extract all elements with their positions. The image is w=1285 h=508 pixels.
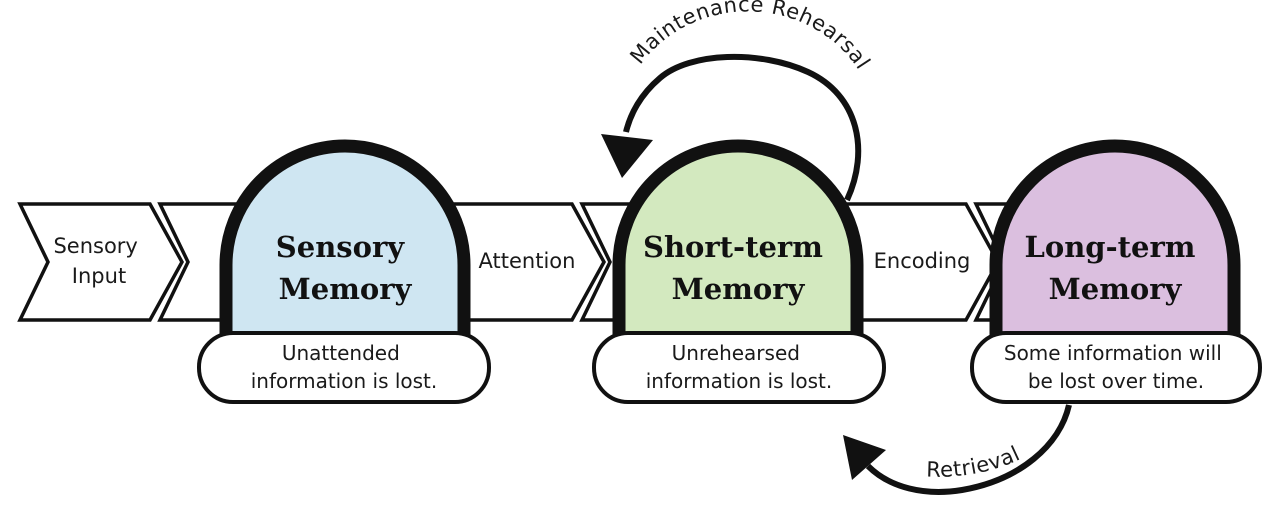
long-term-memory-loss-note <box>970 331 1262 404</box>
maintenance-rehearsal-arrow <box>623 53 862 202</box>
short-term-memory-title-line-1: Short-term <box>643 230 823 264</box>
long-term-memory-loss-line-1: Some information will <box>1004 341 1222 365</box>
sensory-input-line-2: Input <box>72 264 126 288</box>
short-term-memory-loss-line-2: information is lost. <box>646 369 833 393</box>
sensory-memory-loss-note <box>197 331 491 404</box>
sensory-memory-title-line-1: Sensory <box>276 230 405 264</box>
sensory-memory-dome <box>219 139 471 347</box>
encoding-label: Encoding <box>874 249 971 273</box>
retrieval-arrow <box>865 404 1072 495</box>
long-term-memory-title-line-1: Long-term <box>1024 230 1195 264</box>
maintenance-rehearsal-label-path: Maintenance Rehearsal <box>625 0 874 74</box>
maintenance-rehearsal-label: Maintenance Rehearsal <box>625 0 875 74</box>
long-term-memory-title: Long-term Memory <box>1024 230 1205 306</box>
long-term-memory-loss-line-2: be lost over time. <box>1028 369 1204 393</box>
long-term-memory-stage: Long-term Memory Some information will b… <box>970 139 1262 404</box>
attention-label: Attention <box>479 249 576 273</box>
short-term-memory-loss-note <box>592 331 886 404</box>
sensory-memory-loss-line-2: information is lost. <box>251 369 438 393</box>
short-term-memory-title: Short-term Memory <box>643 230 833 306</box>
sensory-memory-title: Sensory Memory <box>276 230 414 306</box>
retrieval-arrowhead <box>843 435 886 480</box>
long-term-memory-dome <box>989 139 1241 347</box>
long-term-memory-title-line-2: Memory <box>1049 272 1183 306</box>
sensory-memory-stage: Sensory Memory Unattended information is… <box>197 139 491 404</box>
maintenance-rehearsal-arrowhead <box>601 134 653 178</box>
short-term-memory-dome <box>612 139 864 347</box>
short-term-memory-stage: Short-term Memory Unrehearsed informatio… <box>592 139 886 404</box>
sensory-input-label: Sensory Input <box>53 234 144 288</box>
retrieval-loop: Retrieval <box>843 404 1072 495</box>
short-term-memory-title-line-2: Memory <box>672 272 806 306</box>
sensory-input-line-1: Sensory <box>53 234 137 258</box>
sensory-memory-loss-text: Unattended information is lost. <box>251 341 438 393</box>
long-term-memory-loss-text: Some information will be lost over time. <box>1004 341 1228 393</box>
sensory-memory-loss-line-1: Unattended <box>282 341 400 365</box>
short-term-memory-loss-line-1: Unrehearsed <box>672 341 800 365</box>
sensory-memory-title-line-2: Memory <box>279 272 413 306</box>
sensory-input-chevron <box>17 202 184 322</box>
short-term-memory-loss-text: Unrehearsed information is lost. <box>646 341 833 393</box>
